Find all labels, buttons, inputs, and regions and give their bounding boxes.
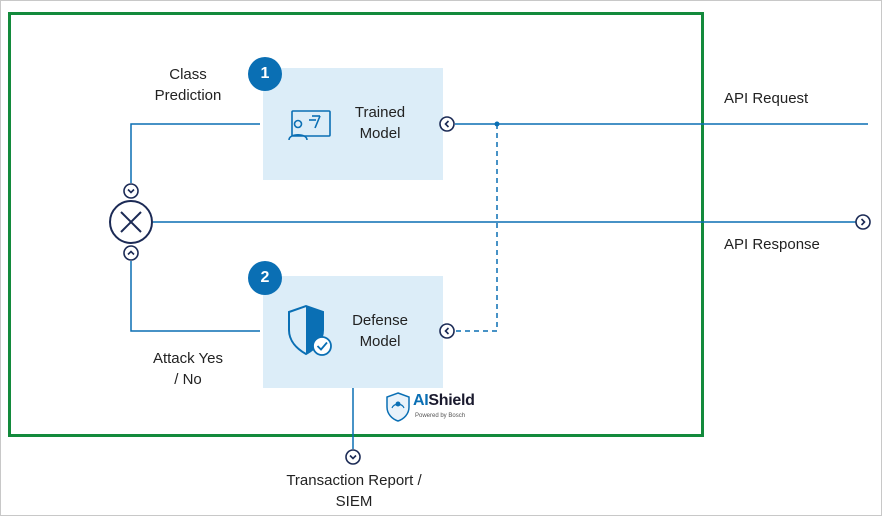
trained-model-label-line2: Model (359, 125, 401, 142)
attack-label-line1: Attack Yes (152, 350, 224, 367)
defense-branch-line (455, 124, 498, 332)
defense-model-label-line2: Model (359, 333, 401, 350)
chevron-right-icon (855, 214, 871, 230)
shield-check-icon (288, 304, 332, 356)
trained-model-node: Trained Model (263, 68, 443, 180)
api-response-label: API Response (724, 236, 820, 253)
aishield-wordmark-prefix: AI (413, 392, 429, 409)
aishield-shield-icon (386, 392, 410, 422)
attack-label-line2: / No (174, 371, 202, 388)
chevron-left-icon (439, 323, 455, 339)
system-boundary (8, 12, 704, 437)
attack-label: Attack Yes / No (138, 348, 238, 390)
presentation-board-icon (288, 110, 331, 141)
class-prediction-line (130, 123, 260, 183)
defense-model-label-line1: Defense (352, 312, 408, 329)
class-prediction-label: Class Prediction (140, 64, 236, 106)
class-prediction-line2: Prediction (154, 87, 222, 104)
transaction-report-label: Transaction Report / SIEM (278, 470, 430, 512)
attack-result-line (130, 261, 260, 332)
step-badge-2: 2 (248, 261, 282, 295)
chevron-down-icon (345, 449, 361, 465)
aishield-wordmark: AIShield (413, 392, 475, 410)
transaction-report-line1: Transaction Report / (286, 472, 422, 489)
aishield-logo: AIShield Powered by Bosch (385, 392, 495, 426)
chevron-left-icon (439, 116, 455, 132)
step-badge-1: 1 (248, 57, 282, 91)
chevron-down-icon (123, 183, 139, 199)
junction-dot (494, 121, 500, 127)
defense-model-node: Defense Model (263, 276, 443, 388)
trained-model-label: Trained Model (345, 102, 415, 144)
trained-model-label-line1: Trained (354, 104, 406, 121)
multiply-circle-icon (109, 200, 153, 244)
aishield-tagline: Powered by Bosch (415, 413, 466, 419)
defense-model-label: Defense Model (345, 310, 415, 352)
transaction-report-line2: SIEM (335, 493, 373, 510)
api-request-label: API Request (724, 90, 809, 107)
class-prediction-line1: Class (169, 66, 207, 83)
chevron-up-icon (123, 245, 139, 261)
aishield-wordmark-suffix: Shield (428, 392, 475, 409)
